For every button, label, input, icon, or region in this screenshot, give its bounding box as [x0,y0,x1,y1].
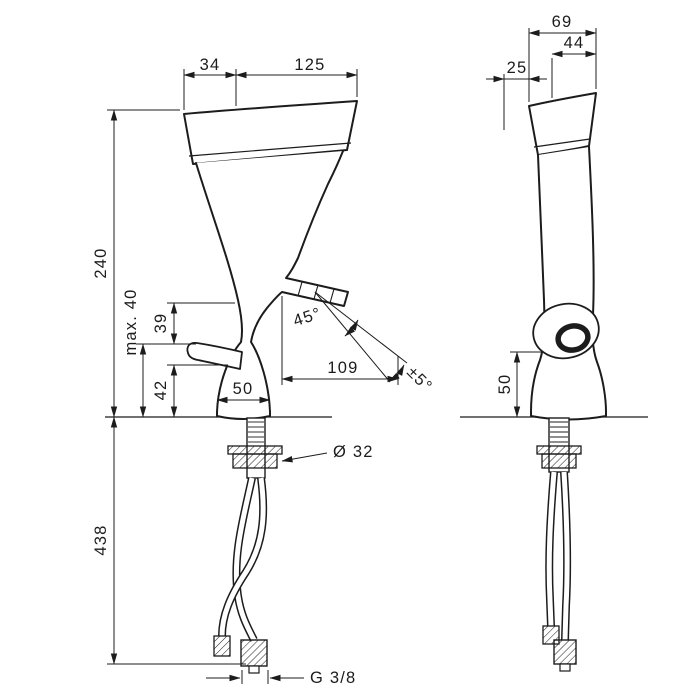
shaft-threads-front [248,421,264,443]
spray-angle-lines [314,291,408,383]
mounting-washer-front [227,445,283,455]
shaft-threads-side [550,421,568,443]
faucet-side-body [530,146,607,421]
dim-label-max40: max. 40 [122,288,140,355]
handle-side-inner [555,323,591,353]
g38-connector [240,639,268,667]
faucet-front-head-seam [188,142,352,157]
dim-label-34: 34 [200,56,221,74]
mounting-washer-side [536,445,582,455]
hose-c-inner [546,471,557,627]
hose-d-inner [561,471,570,641]
front-dimension-lines [110,71,399,682]
dim-label-d32: Ø 32 [333,443,374,461]
dim-label-25: 25 [507,59,528,77]
dim-label-44: 44 [564,34,585,52]
dim-label-50-side: 50 [496,374,514,395]
dim-label-42: 42 [152,380,170,401]
dim-label-50-base: 50 [233,380,254,398]
dim-label-240: 240 [92,247,110,278]
hose-b-fitting [213,635,231,657]
dim-label-45deg: 45° [291,304,324,330]
side-extension-lines [503,28,597,353]
dim-label-39: 39 [152,313,170,334]
hose-d-connector [553,639,577,665]
dim-label-125: 125 [294,56,325,74]
faucet-side-head [528,92,597,156]
front-view: 34 125 240 438 max. 40 39 42 50 45° 109 … [92,56,436,687]
handle-lever-front [186,341,243,370]
aerator-face [297,281,335,304]
dim-label-g38: G 3/8 [310,669,356,687]
dim-label-69: 69 [552,13,573,31]
side-dimension-lines [486,29,597,418]
side-view: 69 44 25 50 [460,13,648,672]
dim-label-109: 109 [327,359,358,377]
mounting-nut-side [541,453,577,469]
g38-connector-tip [248,665,260,674]
hose-d-connector-tip [559,663,571,672]
mounting-nut-front [232,453,278,469]
hose-b-inner [219,477,266,637]
dim-label-438: 438 [92,524,110,555]
dim-label-pm5deg: ±5° [403,363,436,396]
faucet-side-head-seam [533,138,591,148]
